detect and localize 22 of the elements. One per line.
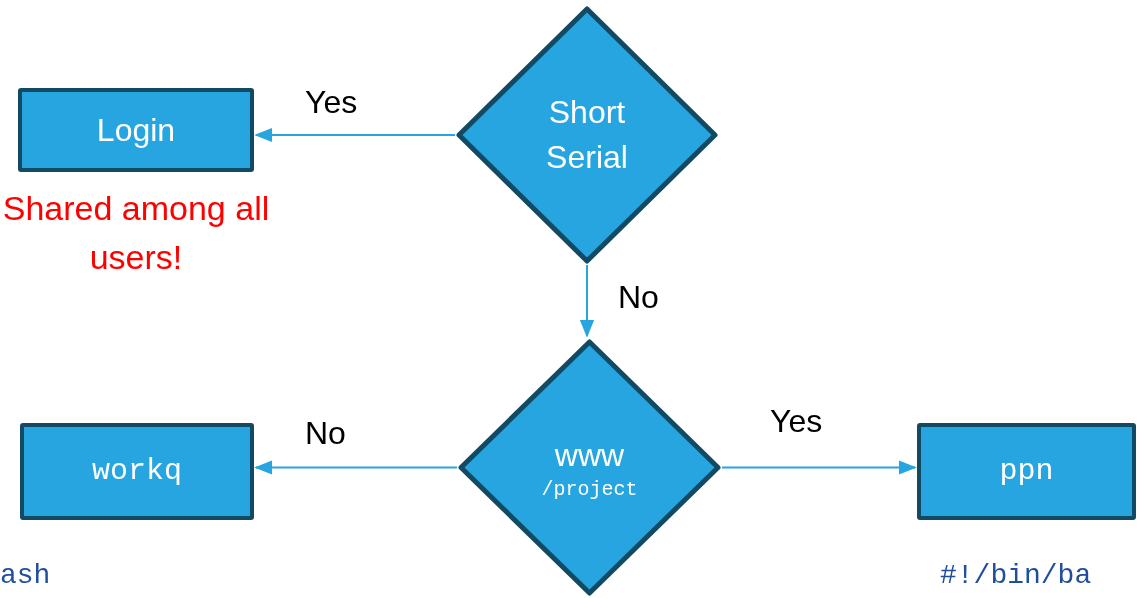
code-text: ash (0, 562, 51, 590)
node-label: www (553, 435, 626, 475)
process-box (18, 88, 254, 172)
arrow (254, 460, 458, 475)
node-label: workq (92, 452, 182, 490)
process-box (917, 423, 1136, 520)
process-box (20, 423, 254, 520)
warning-note: Shared among all users! (1, 188, 271, 279)
node-label: Short Serial (545, 93, 629, 177)
arrow (721, 460, 917, 475)
edge-label: No (305, 417, 346, 449)
edge-label: Yes (305, 86, 358, 118)
code-text: #!/bin/ba (940, 562, 1092, 590)
arrow (579, 264, 595, 338)
decision-diamond (455, 5, 719, 265)
node-label: Login (96, 111, 176, 150)
decision-diamond (457, 338, 722, 597)
arrow (254, 127, 456, 143)
edge-label: No (618, 281, 659, 313)
node-label: /project (541, 477, 638, 503)
node-label: ppn (999, 452, 1054, 490)
edge-label: Yes (770, 405, 823, 437)
